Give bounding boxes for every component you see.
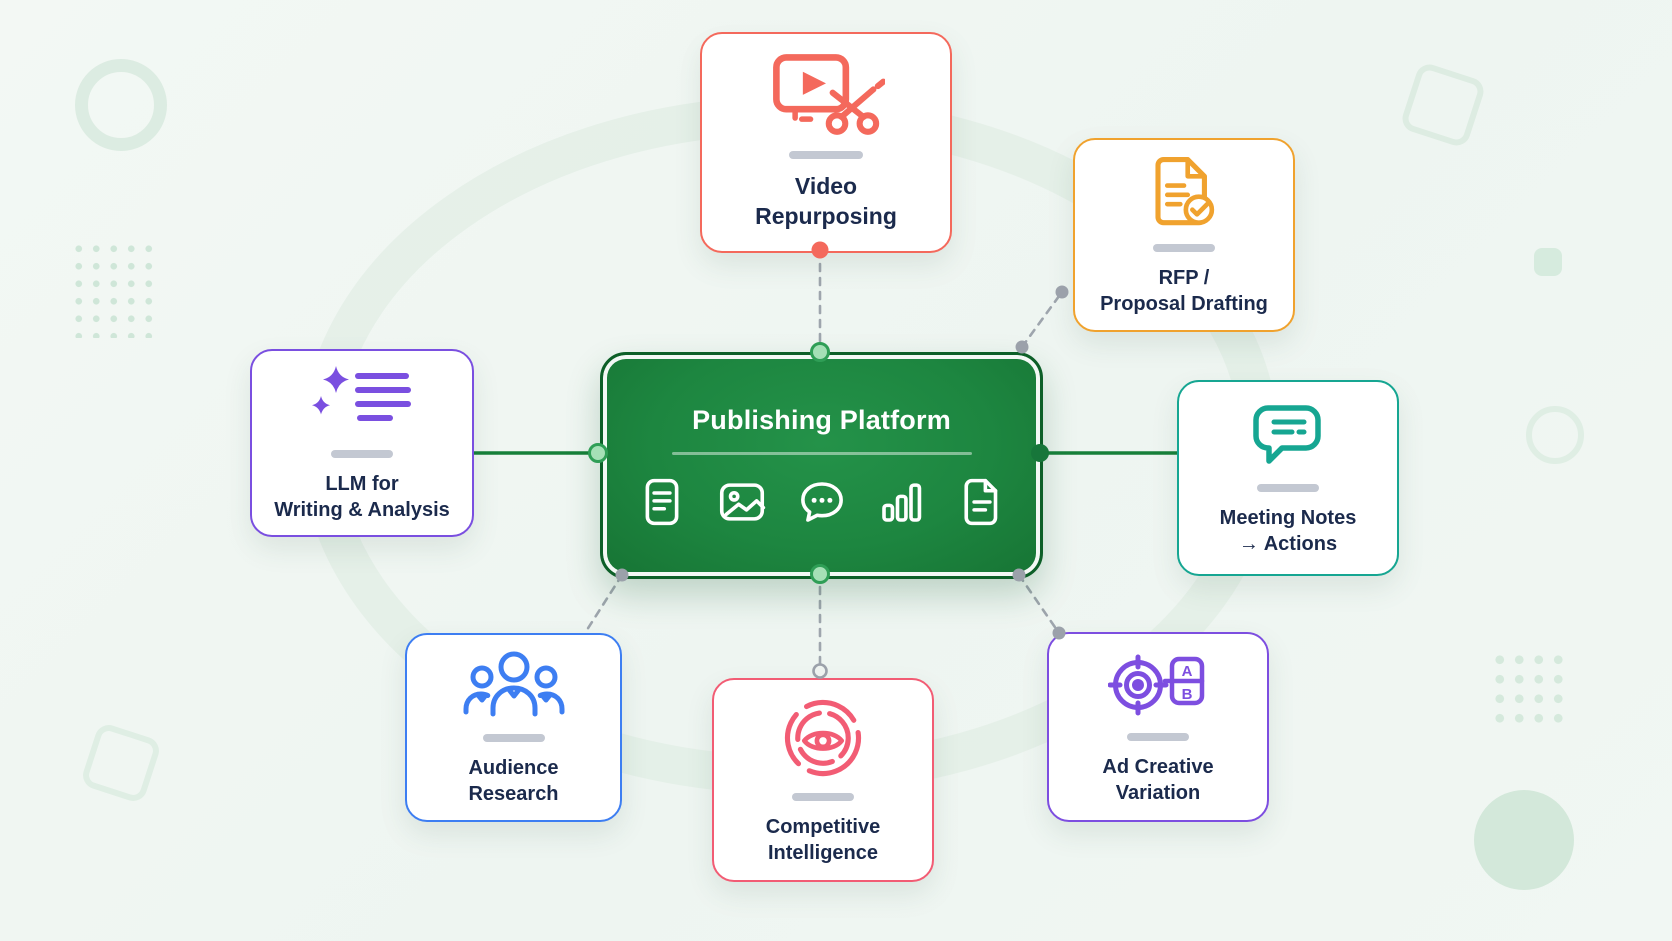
target-ab-test-icon: A B bbox=[1107, 649, 1208, 721]
connector-rfp bbox=[1020, 290, 1064, 349]
svg-text:B: B bbox=[1182, 686, 1193, 703]
speech-bubble-lines-icon bbox=[1246, 400, 1330, 472]
label-divider bbox=[1127, 732, 1189, 741]
svg-text:A: A bbox=[1182, 663, 1193, 680]
sparkles-text-icon bbox=[310, 364, 414, 438]
node-label: Meeting Notes → Actions bbox=[1219, 506, 1357, 555]
node-audience-research: Audience Research bbox=[405, 633, 622, 822]
label-divider bbox=[792, 792, 854, 801]
title-divider bbox=[671, 451, 972, 455]
document-check-icon bbox=[1145, 154, 1223, 232]
document-icon bbox=[963, 478, 997, 525]
node-label: RFP / Proposal Drafting bbox=[1100, 266, 1268, 315]
connector-audience bbox=[583, 573, 624, 635]
node-meeting-notes-actions: Meeting Notes → Actions bbox=[1177, 380, 1399, 576]
radar-eye-icon bbox=[780, 695, 866, 781]
bar-chart-icon bbox=[881, 482, 921, 522]
label-divider bbox=[789, 151, 863, 160]
content-type-icons bbox=[635, 475, 1009, 529]
node-llm-writing-analysis: LLM for Writing & Analysis bbox=[250, 349, 474, 537]
chat-bubble-dots-icon bbox=[800, 481, 843, 522]
node-label: Video Repurposing bbox=[755, 173, 897, 229]
label-divider bbox=[331, 449, 393, 458]
node-rfp-proposal-drafting: RFP / Proposal Drafting bbox=[1073, 138, 1295, 332]
people-group-icon bbox=[462, 648, 566, 722]
node-label: Ad Creative Variation bbox=[1102, 755, 1214, 804]
video-scissors-icon bbox=[767, 53, 887, 139]
label-divider bbox=[482, 734, 545, 742]
node-label: LLM for Writing & Analysis bbox=[274, 472, 450, 521]
image-icon bbox=[719, 482, 765, 521]
page-title: Publishing Platform bbox=[692, 404, 951, 435]
publishing-platform-box: Publishing Platform bbox=[600, 352, 1043, 579]
connector-ad bbox=[1017, 573, 1061, 635]
node-ad-creative-variation: A B Ad Creative Variation bbox=[1047, 632, 1269, 822]
label-divider bbox=[1153, 243, 1215, 252]
node-label: Competitive Intelligence bbox=[765, 815, 881, 864]
node-video-repurposing: Video Repurposing bbox=[700, 32, 952, 253]
article-lines-icon bbox=[645, 478, 678, 525]
label-divider bbox=[1257, 483, 1319, 492]
node-competitive-intelligence: Competitive Intelligence bbox=[712, 678, 934, 882]
node-label: Audience Research bbox=[468, 757, 559, 805]
